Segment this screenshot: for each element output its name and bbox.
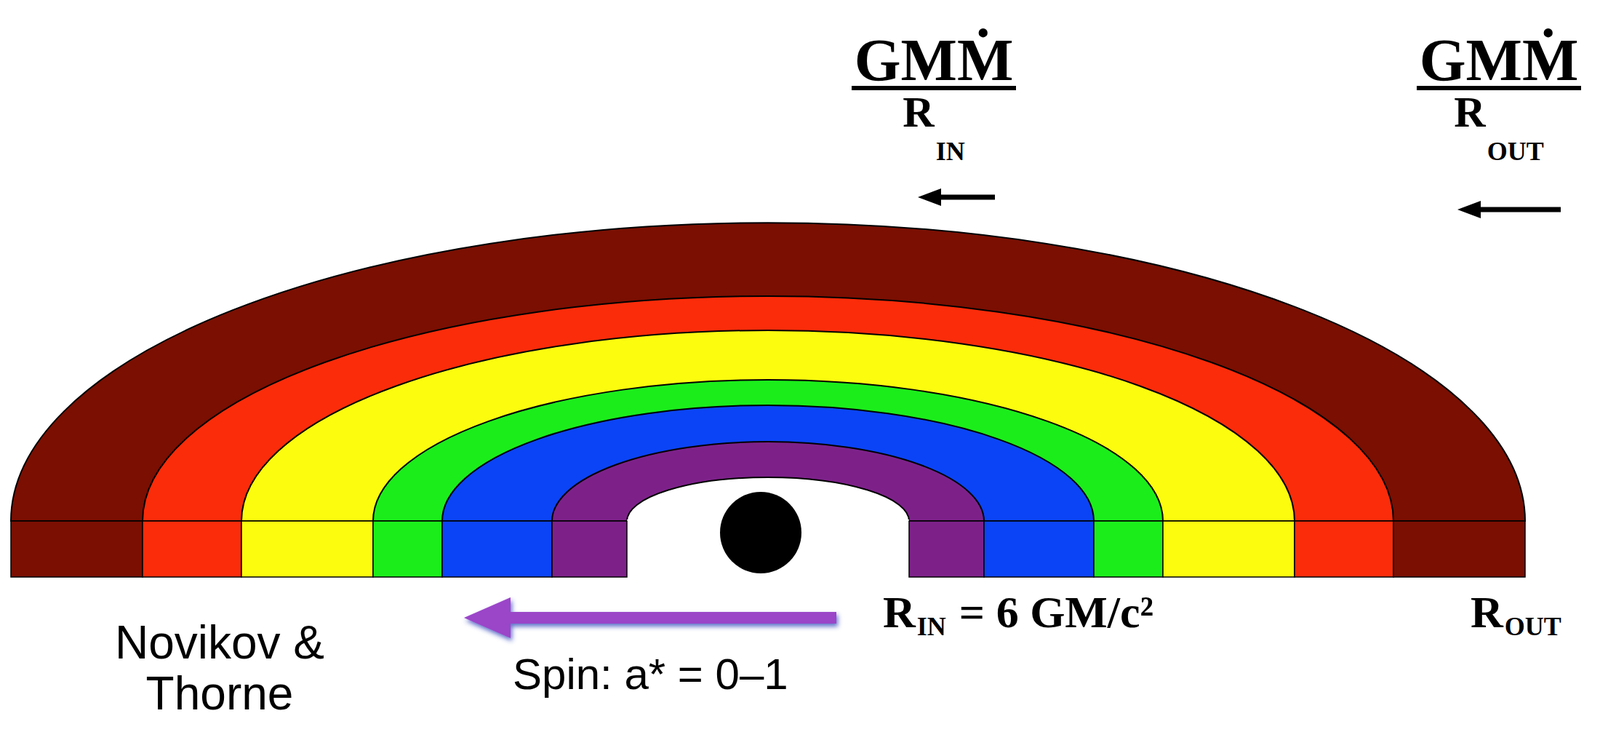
radius-value: = 6 GM/c² <box>959 589 1154 635</box>
disk-band <box>442 520 552 577</box>
disk-band <box>142 520 242 577</box>
radius-symbol: R <box>1453 90 1486 134</box>
disk-band <box>373 520 443 577</box>
fraction-numerator: GMṀ <box>851 34 1017 91</box>
disk-band <box>142 296 1394 521</box>
radius-subscript: OUT <box>1504 613 1562 640</box>
disk-band <box>10 520 143 577</box>
disk-band <box>909 520 984 577</box>
radius-subscript: OUT <box>1487 138 1544 165</box>
disk-band <box>1162 520 1295 577</box>
disk-band <box>1294 520 1394 577</box>
disk-band <box>10 222 1526 521</box>
black-hole <box>720 491 802 574</box>
radius-symbol: R <box>902 90 934 134</box>
radius-subscript: IN <box>917 613 947 640</box>
radius-subscript: IN <box>936 138 966 165</box>
inflow-arrow <box>1457 200 1561 219</box>
disk-arcs <box>10 222 1526 521</box>
disk-band <box>1093 520 1163 577</box>
fraction-numerator: GMṀ <box>1416 34 1582 91</box>
radius-symbol: R <box>1470 589 1504 635</box>
spin-arrow <box>464 597 837 638</box>
inflow-arrow <box>917 188 995 206</box>
disk-band <box>552 520 627 577</box>
spin-range: Spin: a* = 0–1 <box>512 652 789 696</box>
radius-symbol: R <box>882 589 916 635</box>
model-credit: Novikov & Thorne <box>96 616 344 719</box>
disk-band <box>1393 520 1526 577</box>
disk-band <box>984 520 1094 577</box>
disk-band <box>241 330 1295 521</box>
disk-band <box>241 520 374 577</box>
